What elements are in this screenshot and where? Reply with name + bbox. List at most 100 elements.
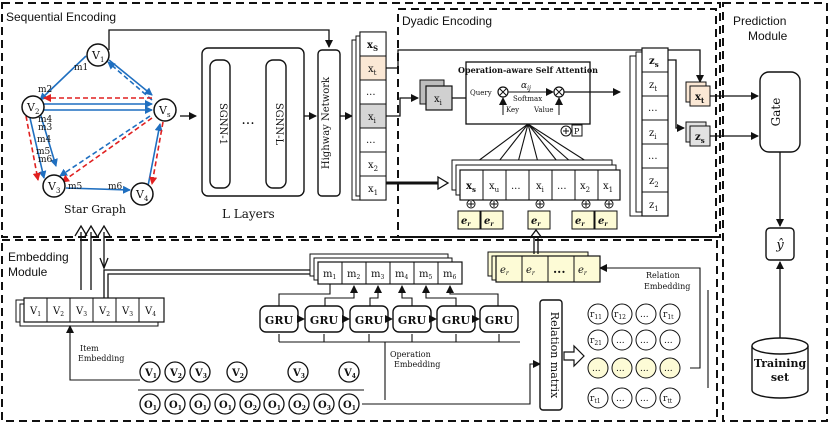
highway-network-block [317,49,341,197]
operation-embedding-bus [278,334,520,343]
op-embedding-line1: Operation [390,350,431,359]
arrow-matrix-to-cells [563,344,585,368]
attention-title: Operation-aware Self Attention [458,65,598,75]
z-stack-4: ... [648,151,658,162]
item-row-1: V2 [52,306,64,318]
relation-matrix-label: Relation matrix [548,312,561,399]
node-vs [153,98,177,122]
sgnn-l-block [265,59,287,189]
dyadic-row-3: xi [536,181,545,194]
gru-5: GRU [485,314,514,327]
bottom-op-8: O1 [343,400,356,412]
z-stack: zs zt ... zi ... z2 z1 [629,47,669,217]
node-v4 [130,182,154,206]
arrow-cells-to-relation-embedding [599,264,701,369]
cell-1-2: ... [640,336,649,346]
edge-m6-b: m6 [38,155,53,165]
seq-stack-3: xi [368,112,377,125]
relation-matrix-cells: r11 r12 ... r1t r21 ... ... ... ... ... … [587,303,681,409]
edge-m5: m5 [68,182,83,192]
sequential-output-stack: xS xt ... xi ... x2 x1 [351,31,387,201]
dyadic-row-5: x2 [580,181,590,194]
node-v3-label: V3 [47,180,60,195]
z-stack-0: zs [649,56,659,69]
node-v4-label: V4 [135,188,149,203]
rel-small-1: er [484,216,494,228]
gru-4: GRU [442,314,471,327]
embedding-module-frame [1,239,718,422]
item-row-2: V3 [75,306,87,318]
pred-input-zs: zs [685,121,711,147]
highway-network-label: Highway Network [321,76,332,169]
node-v2-label: V2 [26,101,39,116]
m-row-3: m4 [395,269,408,281]
cell-1-3: ... [664,336,673,346]
dyadic-row-4: ... [557,181,567,192]
query-label: Query [470,89,492,97]
dyadic-relation-embeddings: er er er er er [457,210,618,230]
node-v1 [86,43,110,67]
arrow-xt-to-prediction [386,49,704,83]
cell-1-1: ... [616,336,625,346]
seq-stack-2: ... [366,87,376,98]
bottom-item-1: V2 [169,368,182,380]
rel-small-0: er [461,216,471,228]
rel-small-3: er [575,216,585,228]
gru-0: GRU [265,314,294,327]
prediction-module-title-line2: Module [748,29,788,43]
edge-m6: m6 [108,182,123,192]
bottom-item-2: V3 [194,368,207,380]
dyadic-row-2: ... [511,181,521,192]
alpha-label: αij [521,81,531,92]
arrow-xi-to-attention [386,94,419,117]
z-stack-2: ... [648,103,658,114]
sequential-encoding-frame [1,2,721,238]
arrow-zs-to-prediction [668,59,685,132]
prediction-module-frame [722,2,828,422]
p-label: P [574,127,580,136]
m-row-5: m6 [443,269,456,281]
rel-small-2: er [531,216,541,228]
z-stack-5: z2 [649,176,659,189]
bottom-sequence: V1 V2 V3 V2 V3 V4 O1 O1 O1 O1 O2 O1 O2 O… [138,360,541,415]
bottom-item-0: V1 [144,368,157,380]
softmax-label: Softmax [513,95,542,103]
pred-input-zs-label: zs [695,132,705,145]
seq-stack-1: xt [368,64,377,77]
bottom-op-3: O1 [219,400,232,412]
pred-input-xt: xt [685,81,711,107]
item-row-4: V3 [121,306,133,318]
arrow-relation-to-dyadic [529,228,543,254]
value-label: Value [533,106,553,114]
dyadic-plus-ops [466,199,614,209]
sgnn-1-label: SGNN-1 [217,103,228,145]
gru-2: GRU [355,314,384,327]
bottom-item-3: V2 [231,368,244,380]
cell-3-0: rt1 [590,394,601,405]
bottom-op-0: O1 [144,400,157,412]
seq-stack-6: x1 [368,184,378,197]
p-box [571,124,583,137]
cell-3-3: rtt [663,394,673,405]
m-row-0: m1 [323,269,336,281]
rel-row-3: er [578,265,588,277]
item-embedding-line1: Item [80,344,99,353]
cell-2-1: ... [616,364,625,374]
xi-cube-label: xi [434,94,443,107]
embedding-module-title-line1: Embedding [8,250,69,264]
gate-label: Gate [769,98,783,127]
m-row-1: m2 [347,269,360,281]
bottom-op-4: O2 [244,400,257,412]
edge-m5-b: m5 [36,147,51,157]
cell-3-2: ... [640,394,649,404]
sgnn-1-block [209,59,231,189]
pred-input-xt-label: xt [695,92,705,105]
embedding-module-title-line2: Module [8,265,48,279]
node-v3 [42,174,66,198]
sequential-encoding-title: Sequential Encoding [6,10,116,24]
node-vs-label: Vs [158,104,171,119]
node-v2 [21,95,45,119]
dyadic-row-1: xu [489,181,500,194]
star-graph-caption: Star Graph [64,203,126,216]
m-row-2: m3 [371,269,384,281]
